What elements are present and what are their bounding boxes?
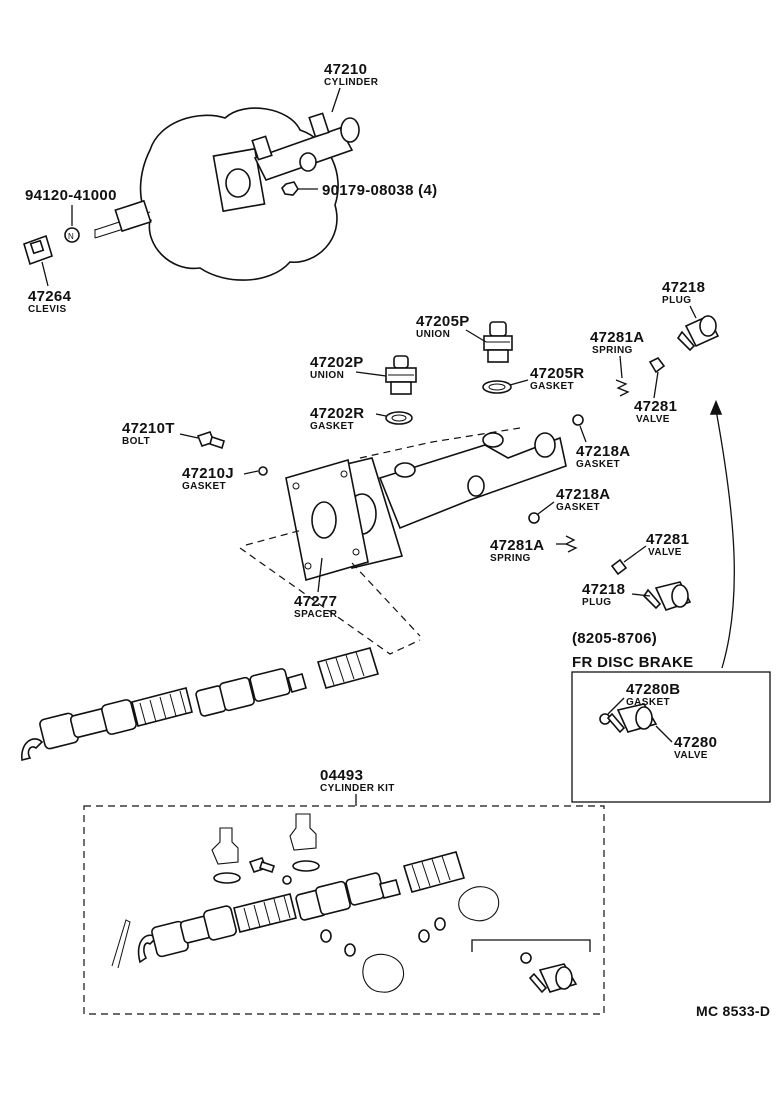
bolt-90179-drawing bbox=[281, 181, 318, 196]
gasket-47202r-drawing bbox=[385, 411, 413, 425]
part-name-cylinder-kit: CYLINDER KIT bbox=[320, 783, 395, 794]
part-name-plug-top: PLUG bbox=[662, 295, 691, 306]
plug-47218-top-drawing bbox=[676, 314, 720, 352]
part-name-union-47202p: UNION bbox=[310, 370, 344, 381]
part-number-47218-mid: 47218 bbox=[582, 581, 625, 598]
part-name-gasket-47205r: GASKET bbox=[530, 381, 574, 392]
union-47202p-drawing bbox=[385, 355, 417, 395]
part-number-47218-top: 47218 bbox=[662, 279, 705, 296]
brake-booster-drawing bbox=[94, 107, 339, 281]
part-number-47218a-top: 47218A bbox=[576, 443, 630, 460]
gasket-47210j-drawing bbox=[258, 466, 268, 476]
part-name-gasket-47218a-top: GASKET bbox=[576, 459, 620, 470]
part-name-gasket-47218a-mid: GASKET bbox=[556, 502, 600, 513]
part-number-47205p: 47205P bbox=[416, 313, 470, 330]
master-cylinder-drawing bbox=[212, 112, 360, 213]
diagram-code: MC 8533-D bbox=[696, 1003, 770, 1019]
svg-text:N: N bbox=[68, 232, 74, 241]
part-number-90179: 90179-08038 (4) bbox=[322, 182, 437, 199]
part-name-spacer: SPACER bbox=[294, 609, 338, 620]
part-number-47277: 47277 bbox=[294, 593, 337, 610]
part-name-clevis: CLEVIS bbox=[28, 304, 67, 315]
reference-arrow bbox=[715, 409, 735, 669]
spacer-47277-drawing bbox=[239, 458, 421, 655]
part-number-47218a-mid: 47218A bbox=[556, 486, 610, 503]
cylinder-kit-parts-drawing bbox=[111, 813, 591, 994]
part-name-cylinder: CYLINDER bbox=[324, 77, 379, 88]
part-number-47205r: 47205R bbox=[530, 365, 584, 382]
part-number-47281a-mid: 47281A bbox=[490, 537, 544, 554]
cylinder-kit-box bbox=[83, 805, 605, 1015]
plug-47218-mid-drawing bbox=[642, 581, 692, 611]
part-number-04493: 04493 bbox=[320, 767, 363, 784]
part-number-47281-mid: 47281 bbox=[646, 531, 689, 548]
part-number-94120: 94120-41000 bbox=[25, 187, 117, 204]
fr-disc-brake-box bbox=[571, 671, 771, 803]
part-number-47280: 47280 bbox=[674, 734, 717, 751]
part-number-47210j: 47210J bbox=[182, 465, 234, 482]
part-name-valve-47280: VALVE bbox=[674, 750, 708, 761]
part-number-47280b: 47280B bbox=[626, 681, 680, 698]
part-name-valve-mid: VALVE bbox=[648, 547, 682, 558]
nut-94120-drawing: N bbox=[64, 205, 80, 243]
part-name-bolt: BOLT bbox=[122, 436, 150, 447]
part-number-47281a-top: 47281A bbox=[590, 329, 644, 346]
part-number-47210: 47210 bbox=[324, 61, 367, 78]
gasket-47218a-mid-drawing bbox=[528, 512, 540, 524]
valve-47281-mid-drawing bbox=[610, 558, 628, 576]
fr-disc-brake-note: FR DISC BRAKE bbox=[572, 654, 693, 671]
spring-47281a-top-drawing bbox=[615, 379, 630, 397]
date-range-note: (8205-8706) bbox=[572, 630, 657, 647]
part-name-plug-mid: PLUG bbox=[582, 597, 611, 608]
union-47205p-drawing bbox=[483, 321, 513, 363]
bolt-47210t-drawing bbox=[196, 431, 225, 450]
part-name-gasket-47280b: GASKET bbox=[626, 697, 670, 708]
part-name-spring-mid: SPRING bbox=[490, 553, 531, 564]
part-name-union-47205p: UNION bbox=[416, 329, 450, 340]
part-name-gasket-47210j: GASKET bbox=[182, 481, 226, 492]
valve-47281-top-drawing bbox=[648, 356, 666, 374]
part-number-47281-top: 47281 bbox=[634, 398, 677, 415]
part-name-gasket-47202r: GASKET bbox=[310, 421, 354, 432]
piston-assembly-drawing bbox=[21, 647, 380, 761]
spring-47281a-mid-drawing bbox=[564, 535, 578, 553]
part-number-47210t: 47210T bbox=[122, 420, 175, 437]
valve-47280-drawing bbox=[606, 703, 658, 734]
part-number-47264: 47264 bbox=[28, 288, 72, 305]
part-number-47202p: 47202P bbox=[310, 354, 364, 371]
part-number-47202r: 47202R bbox=[310, 405, 364, 422]
part-name-valve-top: VALVE bbox=[636, 414, 670, 425]
gasket-47205r-drawing bbox=[482, 380, 512, 394]
part-name-spring-top: SPRING bbox=[592, 345, 633, 356]
clevis-drawing bbox=[23, 234, 53, 287]
gasket-47218a-top-drawing bbox=[572, 414, 584, 426]
